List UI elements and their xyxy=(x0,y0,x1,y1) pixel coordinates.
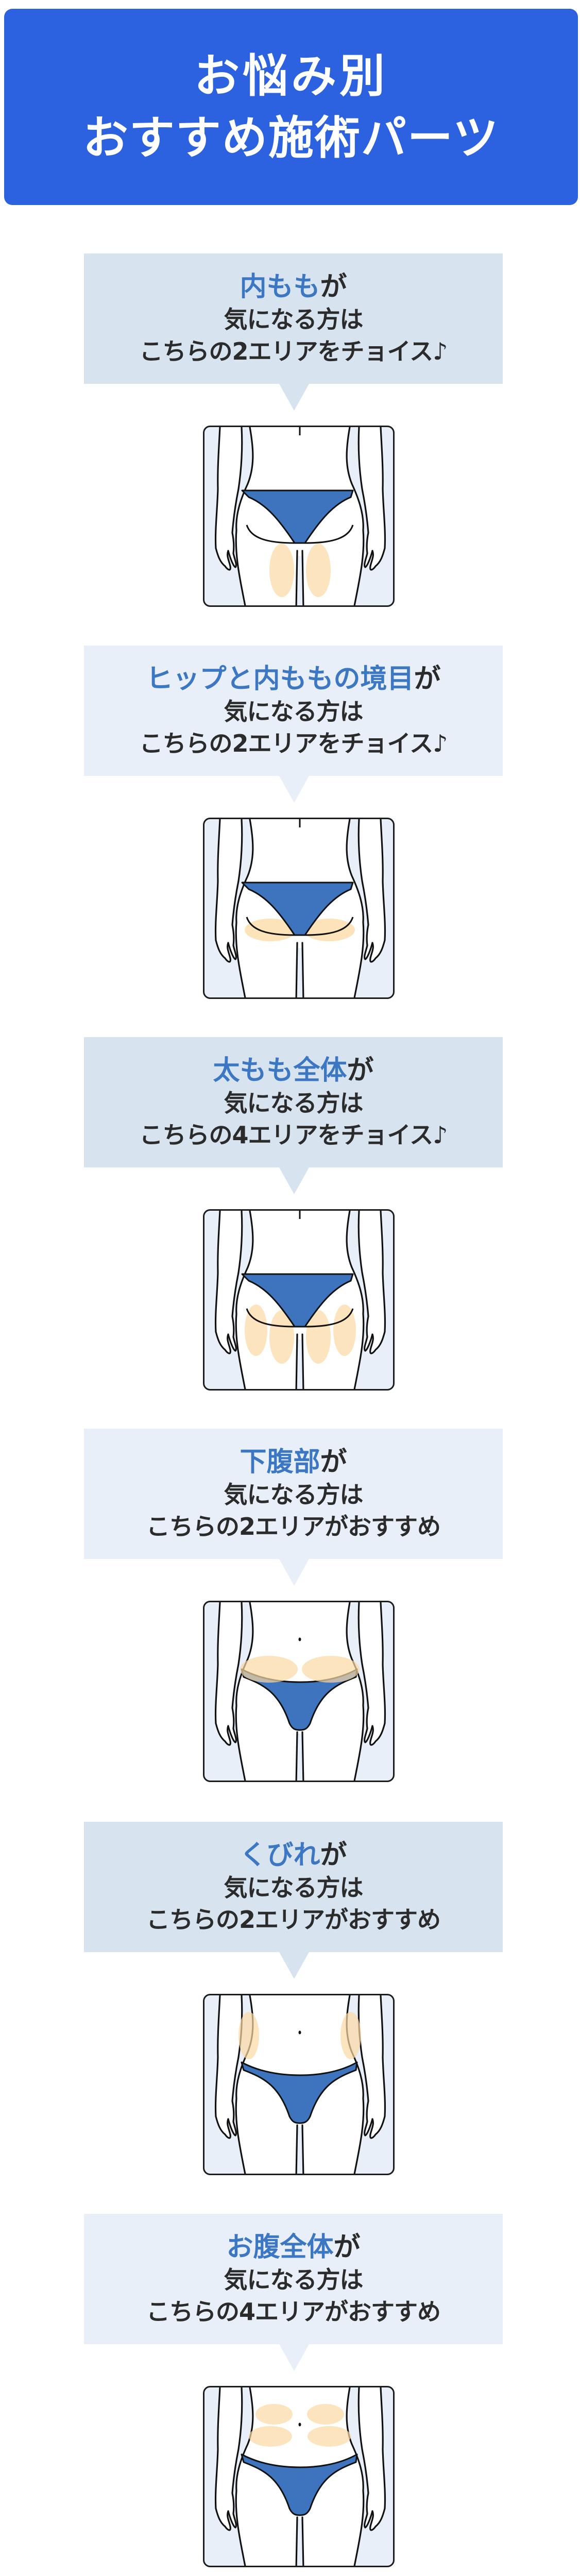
treatment-area xyxy=(245,1304,267,1356)
speech-bubble: お腹全体が 気になる方は こちらの4エリアがおすすめ xyxy=(84,2214,503,2344)
concern-highlight: お腹全体 xyxy=(226,2231,334,2263)
title-line-1: お悩み別 xyxy=(194,49,388,103)
body-illustration-front-whole-abdomen xyxy=(203,2386,395,2567)
bubble-line-3: こちらの2エリアがおすすめ xyxy=(146,1512,441,1540)
bubble-line-2: 気になる方は xyxy=(224,1089,364,1117)
treatment-area xyxy=(249,2426,292,2447)
bubble-line-2: 気になる方は xyxy=(224,305,364,333)
bubble-line-2: 気になる方は xyxy=(224,697,364,725)
treatment-area xyxy=(255,2404,293,2425)
treatment-area xyxy=(333,1304,356,1356)
headline-suffix: が xyxy=(333,2231,361,2263)
bubble-tail xyxy=(279,1559,309,1586)
concern-section-hip-thigh-border: ヒップと内ももの境目が 気になる方は こちらの2エリアをチョイス♪ xyxy=(0,646,580,1006)
treatment-area xyxy=(308,2426,351,2447)
body-illustration-front-waist xyxy=(203,1994,395,2175)
treatment-area xyxy=(302,1656,360,1683)
headline-suffix: が xyxy=(320,271,347,302)
bubble-line-3: こちらの4エリアをチョイス♪ xyxy=(139,1121,448,1149)
treatment-area xyxy=(240,1656,298,1683)
bubble-headline: くびれが xyxy=(240,1839,347,1872)
bubble-headline: 内ももが xyxy=(240,270,347,303)
bubble-tail xyxy=(279,776,309,803)
headline-suffix: が xyxy=(414,663,441,694)
bubble-line-3: こちらの2エリアをチョイス♪ xyxy=(139,337,448,365)
bubble-line-2: 気になる方は xyxy=(224,1480,364,1509)
body-illustration-back-hip-border xyxy=(203,818,395,999)
headline-suffix: が xyxy=(320,1839,347,1871)
bubble-line-3: こちらの4エリアがおすすめ xyxy=(146,2297,441,2326)
concern-section-whole-thighs: 太もも全体が 気になる方は こちらの4エリアをチョイス♪ xyxy=(0,1037,580,1398)
concern-section-inner-thighs: 内ももが 気になる方は こちらの2エリアをチョイス♪ xyxy=(0,253,580,614)
bubble-headline: 下腹部が xyxy=(240,1446,347,1479)
concern-highlight: 内もも xyxy=(240,271,320,302)
title-line-2: おすすめ施術パーツ xyxy=(82,111,500,164)
bubble-line-3: こちらの2エリアをチョイス♪ xyxy=(139,729,448,757)
treatment-area xyxy=(245,919,296,941)
bubble-tail xyxy=(279,1167,309,1194)
body-illustration-back-inner-thighs xyxy=(203,426,395,607)
bubble-line-2: 気になる方は xyxy=(224,1873,364,1902)
bubble-headline: 太もも全体が xyxy=(213,1054,373,1087)
speech-bubble: くびれが 気になる方は こちらの2エリアがおすすめ xyxy=(84,1822,503,1952)
bubble-headline: ヒップと内ももの境目が xyxy=(146,663,440,696)
treatment-area xyxy=(307,2404,344,2425)
body-illustration-front-lower-abdomen xyxy=(203,1601,395,1782)
speech-bubble: 太もも全体が 気になる方は こちらの4エリアをチョイス♪ xyxy=(84,1037,503,1167)
bubble-tail xyxy=(279,1952,309,1979)
concern-highlight: 太もも全体 xyxy=(213,1055,347,1086)
treatment-area xyxy=(306,544,331,597)
bubble-tail xyxy=(279,384,309,411)
headline-suffix: が xyxy=(347,1055,374,1086)
bubble-line-3: こちらの2エリアがおすすめ xyxy=(146,1905,441,1934)
treatment-area xyxy=(306,1310,331,1364)
speech-bubble: ヒップと内ももの境目が 気になる方は こちらの2エリアをチョイス♪ xyxy=(84,646,503,776)
concern-highlight: 下腹部 xyxy=(240,1446,320,1478)
treatment-area xyxy=(269,1310,294,1364)
treatment-area xyxy=(269,544,294,597)
concern-section-lower-abdomen: 下腹部が 気になる方は こちらの2エリアがおすすめ xyxy=(0,1429,580,1789)
bubble-headline: お腹全体が xyxy=(226,2231,360,2264)
concern-highlight: くびれ xyxy=(240,1839,320,1871)
speech-bubble: 内ももが 気になる方は こちらの2エリアをチョイス♪ xyxy=(84,253,503,384)
concern-section-waist: くびれが 気になる方は こちらの2エリアがおすすめ xyxy=(0,1822,580,2182)
bubble-tail xyxy=(279,2344,309,2371)
page-title-banner: お悩み別 おすすめ施術パーツ xyxy=(4,9,578,205)
concern-highlight: ヒップと内ももの境目 xyxy=(146,663,414,694)
bubble-line-2: 気になる方は xyxy=(224,2265,364,2294)
body-illustration-back-whole-thighs xyxy=(203,1209,395,1391)
headline-suffix: が xyxy=(320,1446,347,1478)
treatment-area xyxy=(340,2012,361,2059)
concern-section-whole-abdomen: お腹全体が 気になる方は こちらの4エリアがおすすめ xyxy=(0,2214,580,2574)
treatment-area xyxy=(303,919,355,941)
treatment-area xyxy=(238,2012,259,2059)
speech-bubble: 下腹部が 気になる方は こちらの2エリアがおすすめ xyxy=(84,1429,503,1559)
